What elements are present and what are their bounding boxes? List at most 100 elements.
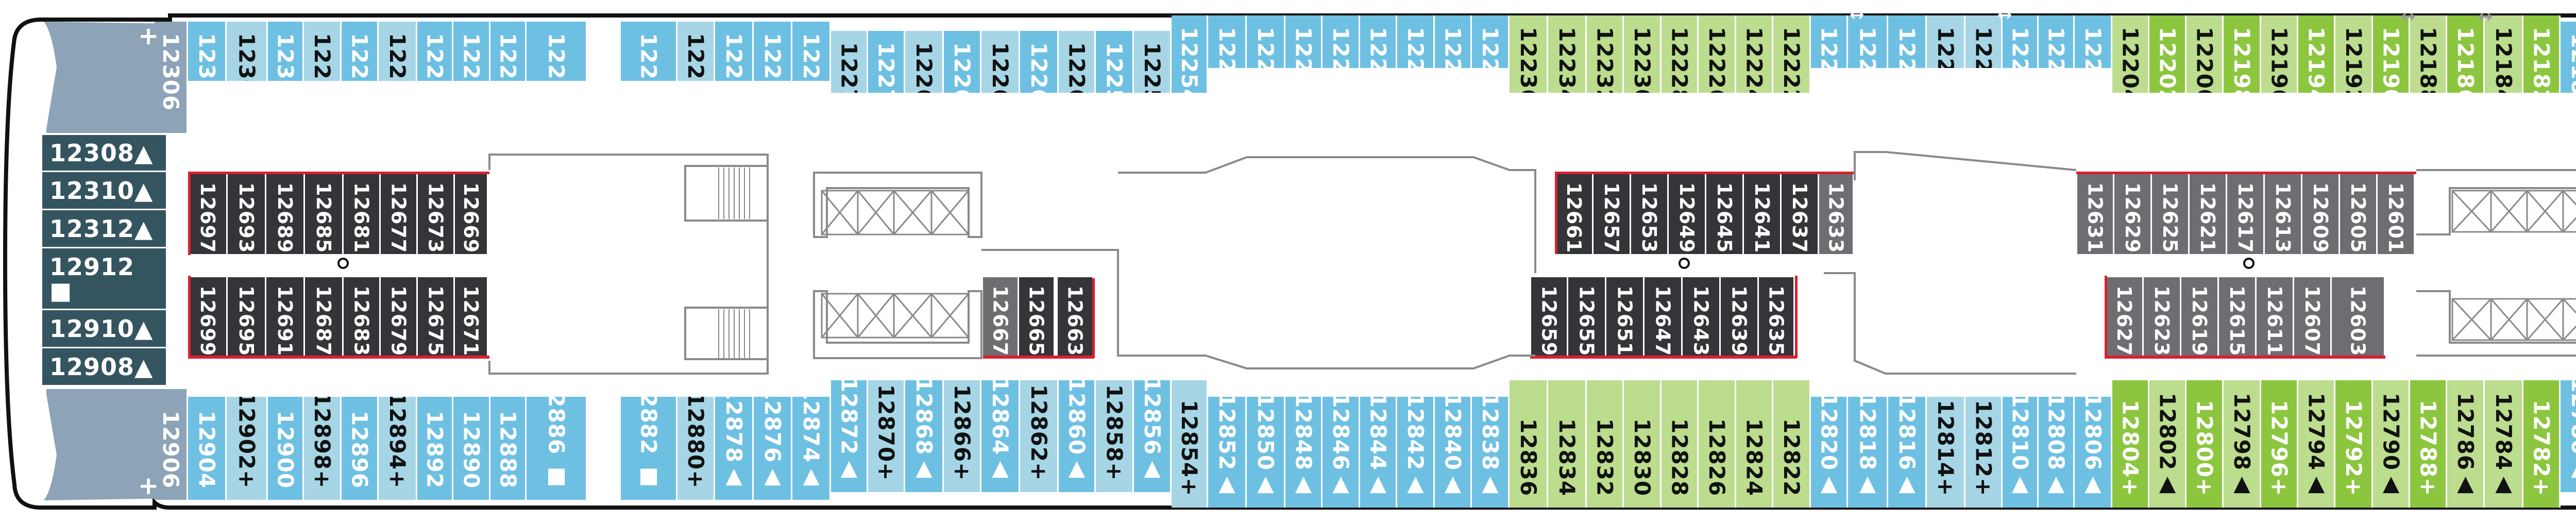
cabin-12663[interactable]: 12663+ — [1058, 277, 1094, 357]
cabin-12850[interactable]: 12850▲ — [1247, 397, 1285, 508]
cabin-12288[interactable]: 12288 — [490, 22, 527, 81]
cabin-12258[interactable]: 12258▲ — [1096, 31, 1134, 93]
cabin-12306[interactable]: 12306 — [155, 22, 187, 130]
cabin-12856[interactable]: 12856▲ — [1134, 380, 1172, 492]
cabin-12667[interactable]: 12667 — [983, 277, 1019, 357]
cabin-12784[interactable]: 12784▲ — [2485, 380, 2523, 508]
cabin-12681[interactable]: 12681+ — [344, 174, 381, 254]
cabin-12266[interactable]: 12266▲ — [944, 31, 981, 93]
cabin-12864[interactable]: 12864▲ — [981, 380, 1020, 492]
cabin-12312[interactable]: 12312▲ — [42, 210, 166, 248]
cabin-12862[interactable]: 12862+ — [1020, 380, 1059, 492]
cabin-12659[interactable]: 12659+ — [1531, 277, 1568, 357]
cabin-12298[interactable]: 12298+ — [304, 22, 342, 81]
cabin-12611[interactable]: 12611 — [2257, 277, 2294, 357]
cabin-12649[interactable]: 12649+ — [1669, 174, 1706, 254]
cabin-12617[interactable]: 12617 — [2227, 174, 2265, 254]
cabin-12691[interactable]: 12691+ — [266, 277, 305, 357]
cabin-12900[interactable]: 12900 — [268, 397, 304, 500]
cabin-12190[interactable]: 12190+ — [2373, 15, 2410, 93]
cabin-12609[interactable]: 12609 — [2302, 174, 2340, 254]
cabin-12302[interactable]: 12302+ — [227, 22, 268, 81]
cabin-12858[interactable]: 12858+ — [1096, 380, 1134, 492]
cabin-12206[interactable]: 12206▲ — [2075, 15, 2112, 68]
cabin-12651[interactable]: 12651+ — [1606, 277, 1645, 357]
cabin-12685[interactable]: 12685+ — [305, 174, 344, 254]
cabin-12270[interactable]: 12270▲ — [868, 31, 905, 93]
cabin-12631[interactable]: 12631 — [2077, 174, 2114, 254]
cabin-12860[interactable]: 12860▲ — [1059, 380, 1096, 492]
cabin-12904[interactable]: 12904 — [188, 397, 227, 500]
cabin-12830[interactable]: 12830 — [1624, 380, 1662, 508]
cabin-12623[interactable]: 12623 — [2144, 277, 2181, 357]
cabin-12812[interactable]: 12812+ — [1965, 397, 2003, 508]
cabin-12846[interactable]: 12846▲ — [1323, 397, 1360, 508]
cabin-12792[interactable]: 12792+ — [2335, 380, 2373, 508]
cabin-12254[interactable]: 12254▲ — [1172, 15, 1208, 93]
cabin-12294[interactable]: 12294+ — [379, 22, 417, 81]
cabin-12212[interactable]: 12212+ — [1965, 15, 2003, 68]
cabin-12603[interactable]: 12603 ▲■ — [2332, 277, 2385, 357]
cabin-12896[interactable]: 12896 — [342, 397, 379, 500]
cabin-12699[interactable]: 12699+ — [189, 277, 228, 357]
cabin-12908[interactable]: 12908▲ — [42, 348, 166, 386]
cabin-12240[interactable]: 12240▲ — [1435, 15, 1472, 68]
cabin-12244[interactable]: 12244▲ — [1360, 15, 1397, 68]
cabin-12677[interactable]: 12677+ — [381, 174, 418, 254]
cabin-12868[interactable]: 12868▲ — [905, 380, 944, 492]
cabin-12872[interactable]: 12872▲ — [831, 380, 868, 492]
cabin-12304[interactable]: 12304 — [188, 22, 227, 81]
cabin-12874[interactable]: 12874▲ — [792, 397, 831, 500]
cabin-12802[interactable]: 12802▲ — [2149, 380, 2187, 508]
cabin-12816[interactable]: 12816▲ — [1888, 397, 1927, 508]
cabin-12308[interactable]: 12308▲ — [42, 135, 166, 172]
cabin-12627[interactable]: 12627 — [2106, 277, 2144, 357]
cabin-12220[interactable]: 12220▲ — [1811, 15, 1848, 68]
cabin-12214[interactable]: 12214+ — [1927, 15, 1965, 68]
cabin-12200[interactable]: 12200▲ — [2187, 15, 2224, 93]
cabin-12260[interactable]: 12260+ — [1059, 31, 1096, 93]
cabin-12675[interactable]: 12675+ — [418, 277, 455, 357]
cabin-12234[interactable]: 12234 — [1548, 15, 1587, 93]
cabin-12310[interactable]: 12310▲ — [42, 172, 166, 210]
cabin-12282[interactable]: 12282 ■ — [621, 22, 677, 81]
cabin-12625[interactable]: 12625 — [2152, 174, 2190, 254]
cabin-12695[interactable]: 12695+ — [228, 277, 266, 357]
cabin-12645[interactable]: 12645+ — [1706, 174, 1744, 254]
cabin-12898[interactable]: 12898+ — [304, 397, 342, 500]
cabin-12248[interactable]: 12248▲ — [1285, 15, 1323, 68]
cabin-12824[interactable]: 12824 — [1736, 380, 1773, 508]
cabin-12230[interactable]: 12230 — [1624, 15, 1662, 93]
cabin-12882[interactable]: 12882 ■ — [621, 397, 677, 500]
cabin-12790[interactable]: 12790▲ — [2373, 380, 2410, 508]
cabin-12796[interactable]: 12796+ — [2261, 380, 2298, 508]
cabin-12300[interactable]: 12300 — [268, 22, 304, 81]
cabin-12840[interactable]: 12840▲ — [1435, 397, 1472, 508]
cabin-12236[interactable]: 12236 — [1510, 15, 1548, 93]
cabin-12226[interactable]: 12226 — [1699, 15, 1736, 93]
cabin-12794[interactable]: 12794▲ — [2298, 380, 2335, 508]
cabin-12619[interactable]: 12619 — [2181, 277, 2219, 357]
cabin-12216[interactable]: 12216▲ — [1888, 15, 1927, 68]
cabin-12687[interactable]: 12687+ — [305, 277, 344, 357]
cabin-12912[interactable]: 12912 ■ — [42, 248, 166, 310]
cabin-12637[interactable]: 12637+ — [1782, 174, 1819, 254]
cabin-12655[interactable]: 12655+ — [1568, 277, 1606, 357]
cabin-12272[interactable]: 12272+ — [831, 31, 868, 93]
cabin-12186[interactable]: 12186+ — [2447, 15, 2485, 93]
cabin-12278[interactable]: 12278▲ — [715, 22, 754, 81]
cabin-12870[interactable]: 12870+ — [868, 380, 905, 492]
cabin-12800[interactable]: 12800+ — [2187, 380, 2224, 508]
cabin-12910[interactable]: 12910▲ — [42, 310, 166, 348]
cabin-12890[interactable]: 12890 — [453, 397, 490, 500]
cabin-12204[interactable]: 12204▲ — [2112, 15, 2149, 93]
cabin-12268[interactable]: 12268+ — [905, 31, 944, 93]
cabin-12697[interactable]: 12697+ — [189, 174, 228, 254]
cabin-12661[interactable]: 12661+ — [1556, 174, 1594, 254]
cabin-12880[interactable]: 12880+ — [677, 397, 715, 500]
cabin-12252[interactable]: 12252▲ — [1208, 15, 1247, 68]
cabin-12842[interactable]: 12842▲ — [1397, 397, 1435, 508]
cabin-12605[interactable]: 12605 — [2340, 174, 2378, 254]
cabin-12878[interactable]: 12878▲ — [715, 397, 754, 500]
cabin-12182[interactable]: 12182+ — [2523, 15, 2561, 93]
